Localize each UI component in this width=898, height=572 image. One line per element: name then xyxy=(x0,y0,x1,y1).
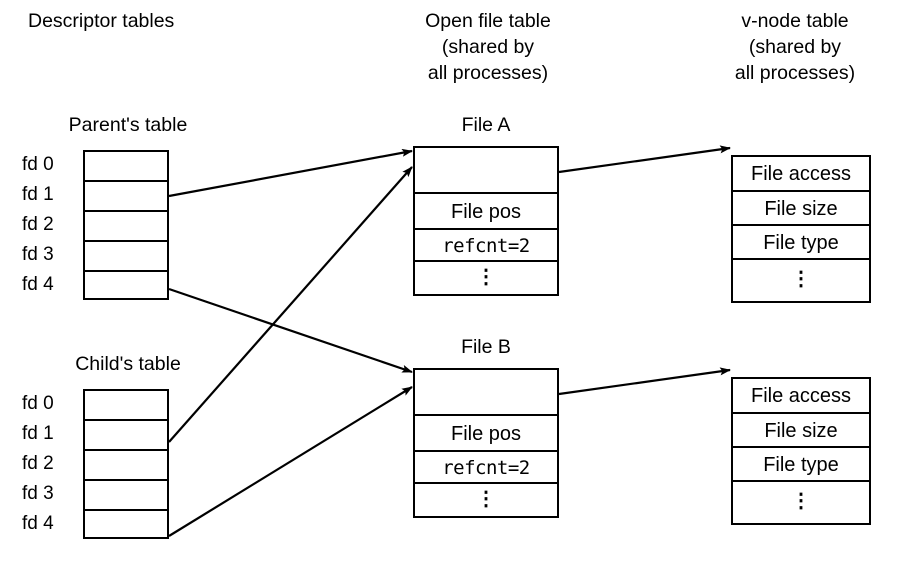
arrow-parent-fd1-to-file-a xyxy=(168,148,413,198)
vnode-a-file-access: File access xyxy=(733,157,869,192)
fd-slot-4 xyxy=(85,511,167,541)
vnode-a-file-size: File size xyxy=(733,192,869,226)
arrow-child-fd4-to-file-b xyxy=(168,386,413,537)
fd-slot-1 xyxy=(85,421,167,451)
parent-table-title: Parent's table xyxy=(68,114,188,136)
arrow-file-a-to-vnode-a xyxy=(558,145,731,174)
vnode-b-ellipsis: ⋮ xyxy=(791,490,811,512)
fd-slot-0 xyxy=(85,391,167,421)
fd-label: fd 3 xyxy=(22,483,54,504)
file-a-row-refcnt: refcnt=2 xyxy=(415,230,557,262)
vnode-b-file-access: File access xyxy=(733,379,869,414)
file-a-row-filepos: File pos xyxy=(415,194,557,230)
vnode-b-file-size: File size xyxy=(733,414,869,448)
open-file-table-a: File pos refcnt=2 ⋮ xyxy=(413,146,559,296)
fd-slot-4 xyxy=(85,272,167,302)
column-header-descriptor-tables: Descriptor tables xyxy=(28,10,175,32)
open-file-table-b: File pos refcnt=2 ⋮ xyxy=(413,368,559,518)
vnode-a-file-type: File type xyxy=(733,226,869,260)
file-a-title: File A xyxy=(461,114,511,136)
fd-slot-2 xyxy=(85,212,167,242)
fd-slot-0 xyxy=(85,152,167,182)
fd-slot-1 xyxy=(85,182,167,212)
fd-slot-3 xyxy=(85,481,167,511)
arrow-child-fd1-to-file-a xyxy=(168,166,413,443)
vnode-b-file-type: File type xyxy=(733,448,869,482)
parent-fd-labels: fd 0 fd 1 fd 2 fd 3 fd 4 xyxy=(22,150,54,300)
file-b-title: File B xyxy=(461,336,511,358)
vnode-a-ellipsis: ⋮ xyxy=(791,268,811,290)
fd-slot-2 xyxy=(85,451,167,481)
fd-slot-3 xyxy=(85,242,167,272)
file-b-row-refcnt: refcnt=2 xyxy=(415,452,557,484)
fd-label: fd 0 xyxy=(22,154,54,175)
child-descriptor-table xyxy=(83,389,169,539)
child-fd-labels: fd 0 fd 1 fd 2 fd 3 fd 4 xyxy=(22,389,54,539)
vnode-table-a: File access File size File type ⋮ xyxy=(731,155,871,303)
fd-label: fd 4 xyxy=(22,513,54,534)
child-table-title: Child's table xyxy=(75,353,181,375)
file-b-row-0 xyxy=(415,370,557,416)
fd-label: fd 2 xyxy=(22,453,54,474)
arrow-file-b-to-vnode-b xyxy=(558,367,731,396)
file-b-row-ellipsis: ⋮ xyxy=(476,488,496,510)
fd-label: fd 0 xyxy=(22,393,54,414)
vnode-table-b: File access File size File type ⋮ xyxy=(731,377,871,525)
file-b-row-filepos: File pos xyxy=(415,416,557,452)
parent-descriptor-table xyxy=(83,150,169,300)
fd-label: fd 2 xyxy=(22,214,54,235)
fd-label: fd 3 xyxy=(22,244,54,265)
fd-label: fd 1 xyxy=(22,423,54,444)
fd-label: fd 1 xyxy=(22,184,54,205)
file-a-row-ellipsis: ⋮ xyxy=(476,266,496,288)
file-a-row-0 xyxy=(415,148,557,194)
fd-label: fd 4 xyxy=(22,274,54,295)
